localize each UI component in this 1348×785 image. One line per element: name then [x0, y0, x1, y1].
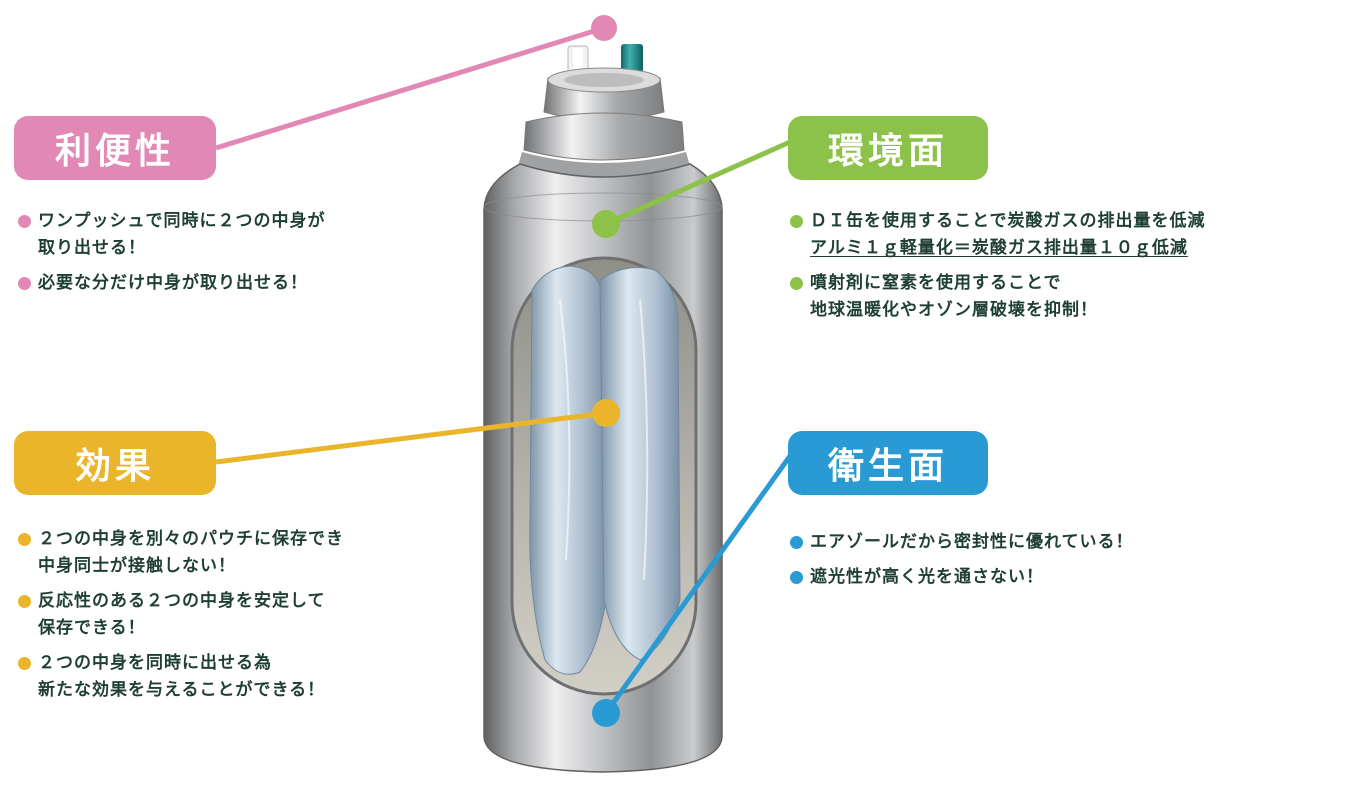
environment-point-1: ＤＩ缶を使用することで炭酸ガスの排出量を低減 アルミ１ｇ軽量化＝炭酸ガス排出量１… [790, 208, 1206, 262]
point-text: ２つの中身を別々のパウチに保存でき [38, 529, 344, 549]
point-text: 遮光性が高く光を通さない！ [810, 567, 1044, 587]
point-text: 中身同士が接触しない！ [38, 556, 236, 576]
convenience-label: 利便性 [14, 116, 216, 180]
bullet-dot [18, 595, 31, 608]
convenience-point-1: ワンプッシュで同時に２つの中身が 取り出せる！ [18, 208, 326, 262]
bullet-dot [790, 571, 803, 584]
hygiene-points: エアゾールだから密封性に優れている！ 遮光性が高く光を通さない！ [790, 529, 1134, 599]
environment-point-2: 噴射剤に窒素を使用することで 地球温暖化やオゾン層破壊を抑制！ [790, 270, 1206, 324]
hygiene-point-1: エアゾールだから密封性に優れている！ [790, 529, 1134, 556]
cutaway-window [510, 256, 698, 696]
effect-point-3: ２つの中身を同時に出せる為 新たな効果を与えることができる！ [18, 650, 344, 704]
connector-environment [592, 139, 792, 238]
valve-cap [518, 67, 690, 178]
point-text: ワンプッシュで同時に２つの中身が [38, 211, 326, 231]
effect-point-1: ２つの中身を別々のパウチに保存でき 中身同士が接触しない！ [18, 526, 344, 580]
environment-label: 環境面 [788, 116, 988, 180]
point-text: エアゾールだから密封性に優れている！ [810, 532, 1134, 552]
convenience-point-2: 必要な分だけ中身が取り出せる！ [18, 270, 326, 297]
bullet-dot [18, 533, 31, 546]
point-text: 新たな効果を与えることができる！ [38, 680, 326, 700]
point-text: 保存できる！ [38, 618, 146, 638]
bullet-dot [18, 215, 31, 228]
connector-effect [215, 399, 620, 465]
effect-point-2: 反応性のある２つの中身を安定して 保存できる！ [18, 588, 344, 642]
effect-points: ２つの中身を別々のパウチに保存でき 中身同士が接触しない！ 反応性のある２つの中… [18, 526, 344, 712]
bullet-dot [18, 657, 31, 670]
point-text: 取り出せる！ [38, 238, 146, 258]
bullet-dot [790, 215, 803, 228]
hygiene-point-2: 遮光性が高く光を通さない！ [790, 564, 1134, 591]
bullet-dot [18, 277, 31, 290]
connector-hygiene [592, 454, 793, 727]
hygiene-label: 衛生面 [788, 431, 988, 495]
bullet-dot [790, 277, 803, 290]
point-text: 噴射剤に窒素を使用することで [810, 273, 1062, 293]
point-text: ＤＩ缶を使用することで炭酸ガスの排出量を低減 [810, 211, 1206, 231]
connector-convenience [215, 15, 617, 151]
point-text: 反応性のある２つの中身を安定して [38, 591, 326, 611]
point-text: ２つの中身を同時に出せる為 [38, 653, 272, 673]
effect-label: 効果 [14, 431, 216, 495]
underlined-point-text: アルミ１ｇ軽量化＝炭酸ガス排出量１０ｇ低減 [810, 238, 1188, 258]
convenience-points: ワンプッシュで同時に２つの中身が 取り出せる！ 必要な分だけ中身が取り出せる！ [18, 208, 326, 305]
point-text: 必要な分だけ中身が取り出せる！ [38, 273, 308, 293]
point-text: 地球温暖化やオゾン層破壊を抑制！ [810, 300, 1098, 320]
environment-points: ＤＩ缶を使用することで炭酸ガスの排出量を低減 アルミ１ｇ軽量化＝炭酸ガス排出量１… [790, 208, 1206, 332]
bullet-dot [790, 536, 803, 549]
